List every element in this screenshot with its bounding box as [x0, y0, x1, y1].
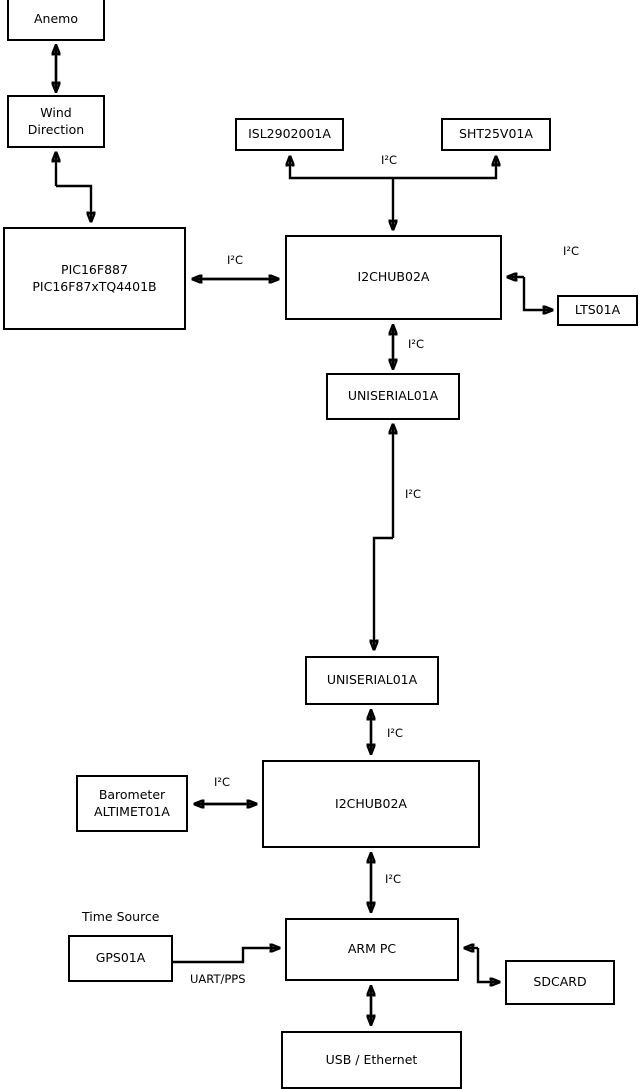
edge-label-barometer-hub: I²C	[214, 775, 231, 789]
node-pic-mcu[interactable]: PIC16F887 PIC16F87xTQ4401B	[3, 227, 186, 330]
edge-label-uniserial-link: I²C	[405, 487, 422, 501]
node-sdcard[interactable]: SDCARD	[505, 960, 615, 1005]
wire-wind-pic	[56, 184, 91, 222]
node-gps01a[interactable]: GPS01A	[68, 935, 173, 982]
edge-label-gps-arm: UART/PPS	[190, 972, 246, 986]
node-uniserial01a-bottom[interactable]: UNISERIAL01A	[305, 656, 439, 705]
wire-arm-sdcard-out	[476, 948, 500, 982]
node-wind-direction[interactable]: Wind Direction	[7, 95, 105, 148]
node-i2chub02a-top[interactable]: I2CHUB02A	[285, 235, 502, 320]
node-uniserial01a-top[interactable]: UNISERIAL01A	[326, 373, 460, 420]
edge-label-uniserial-hub-bottom: I²C	[387, 726, 404, 740]
edge-label-hub-lts: I²C	[563, 244, 580, 258]
edge-label-hub-arm: I²C	[385, 872, 402, 886]
node-barometer-altimet01a[interactable]: Barometer ALTIMET01A	[76, 775, 188, 832]
node-i2chub02a-bottom[interactable]: I2CHUB02A	[262, 760, 480, 848]
wire-uniserial-down	[374, 536, 393, 650]
edge-label-isl-sht-bus: I²C	[381, 153, 398, 167]
wire-gps-arm	[173, 948, 280, 964]
node-isl2902001a[interactable]: ISL2902001A	[235, 118, 344, 151]
wire-bus-sht	[393, 156, 496, 180]
node-sht25v01a[interactable]: SHT25V01A	[441, 118, 551, 151]
wire-hub-lts-out	[522, 277, 553, 310]
node-usb-ethernet[interactable]: USB / Ethernet	[281, 1031, 462, 1089]
edge-label-pic-hub: I²C	[227, 253, 244, 267]
node-arm-pc[interactable]: ARM PC	[285, 918, 459, 981]
edge-label-hub-uniserial: I²C	[408, 337, 425, 351]
node-lts01a[interactable]: LTS01A	[557, 295, 638, 326]
label-time-source: Time Source	[82, 909, 160, 924]
wire-bus-isl	[290, 156, 393, 180]
node-anemo[interactable]: Anemo	[7, 0, 105, 41]
